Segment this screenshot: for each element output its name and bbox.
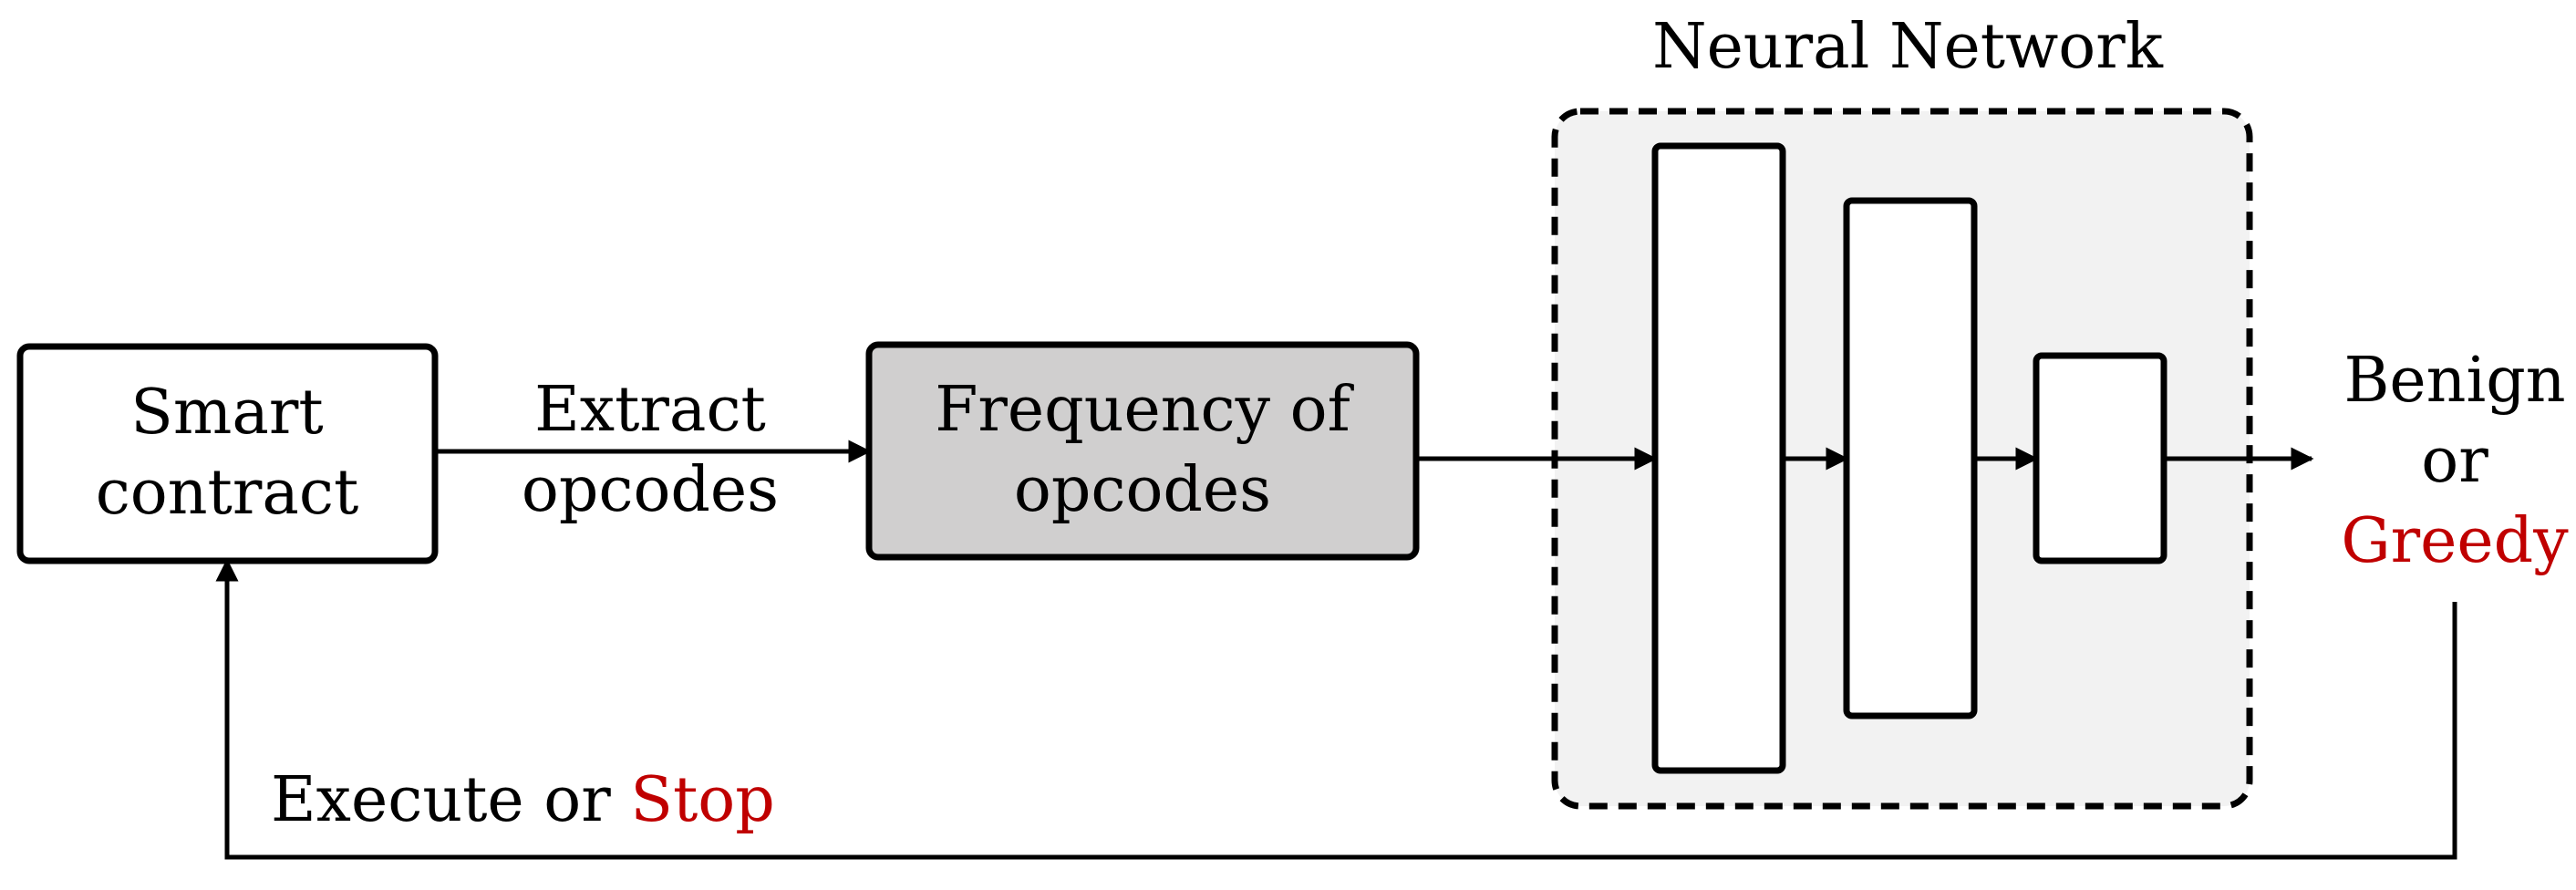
network-layer-3 — [2033, 352, 2167, 564]
neural-network-title: Neural Network — [1652, 11, 2164, 83]
smart-contract-label-line1: Smart — [130, 377, 323, 449]
extract-label-line1: Extract — [534, 374, 766, 446]
output-label-line3: Greedy — [2341, 505, 2569, 577]
network-layer-2 — [1843, 197, 1978, 719]
feedback-label-part1: Execute or — [271, 764, 630, 836]
smart-contract-label-line2: contract — [96, 457, 359, 529]
output-label-line2: or — [2421, 425, 2488, 497]
network-layer-1 — [1651, 142, 1786, 774]
feedback-label: Execute or Stop — [271, 764, 775, 836]
frequency-label-line2: opcodes — [1014, 454, 1271, 526]
feedback-arrow — [215, 558, 2457, 860]
extract-label-line2: opcodes — [522, 454, 779, 526]
feedback-label-stop: Stop — [630, 764, 774, 836]
output-label-line1: Benign — [2343, 345, 2565, 417]
frequency-label-line1: Frequency of — [935, 374, 1354, 446]
